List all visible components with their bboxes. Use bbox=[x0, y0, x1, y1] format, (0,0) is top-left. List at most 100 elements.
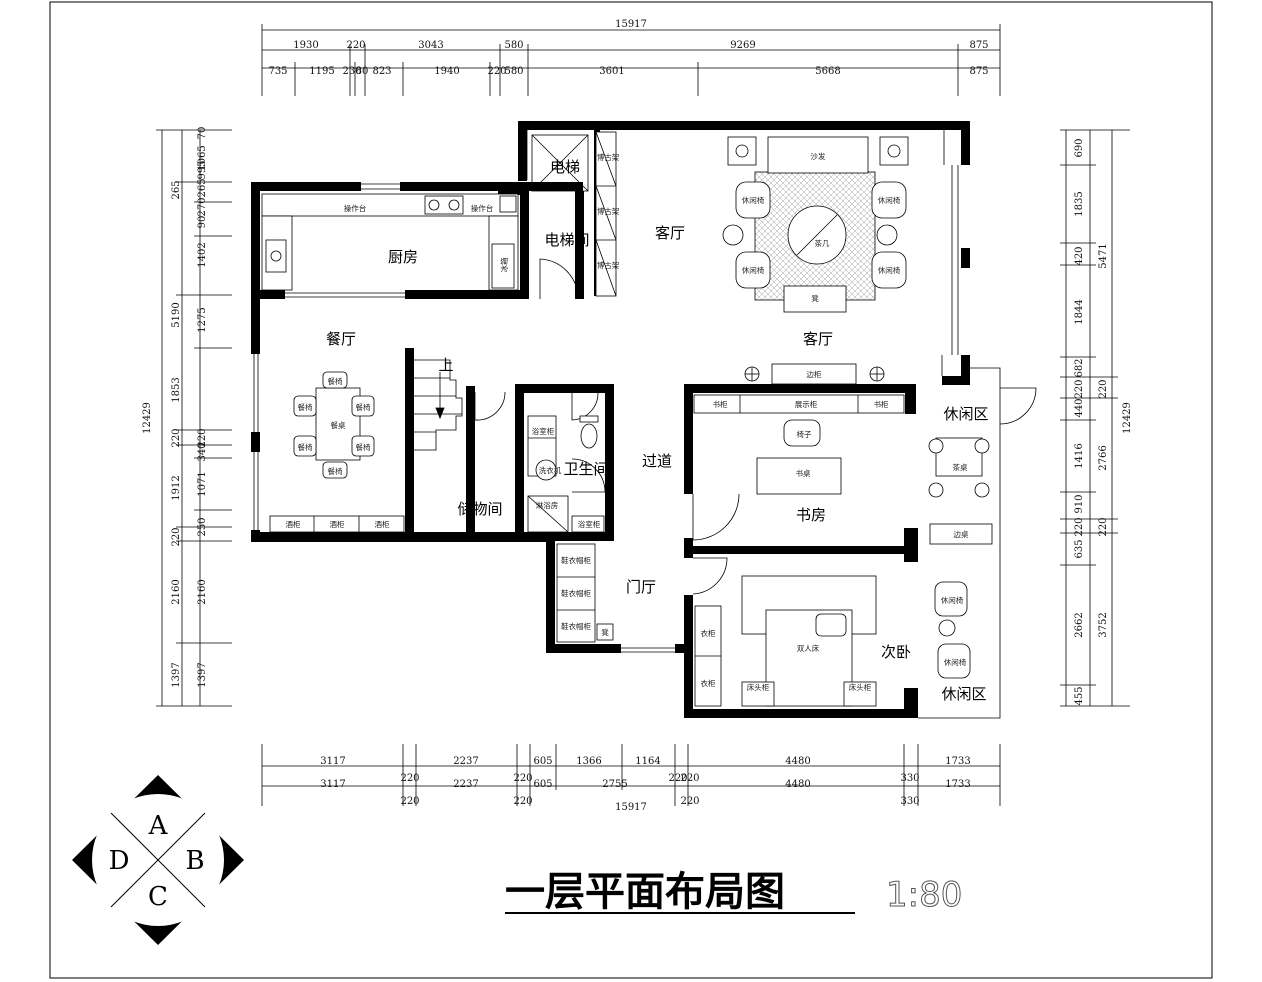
dining-set bbox=[269, 371, 405, 533]
right-dimensions bbox=[1060, 129, 1130, 707]
svg-text:1065: 1065 bbox=[197, 145, 208, 170]
svg-text:875: 875 bbox=[969, 66, 988, 77]
room-leisure-lower: 休闲区 bbox=[941, 685, 986, 703]
svg-text:682: 682 bbox=[1074, 358, 1085, 377]
svg-text:220: 220 bbox=[197, 428, 208, 447]
curio-shelf bbox=[595, 131, 617, 297]
svg-text:4480: 4480 bbox=[785, 779, 810, 790]
svg-text:2160: 2160 bbox=[171, 579, 182, 604]
dim-left-outer: 265 5190 1853 220 1912 220 2160 1397 bbox=[171, 180, 182, 687]
svg-text:2766: 2766 bbox=[1098, 445, 1109, 470]
room-dining: 餐厅 bbox=[326, 330, 356, 348]
svg-text:735: 735 bbox=[268, 66, 287, 77]
svg-text:5190: 5190 bbox=[171, 302, 182, 327]
armchair-label-6: 休闲椅 bbox=[944, 657, 967, 667]
tea-table-label: 茶几 bbox=[815, 238, 830, 248]
curio-label-1: 博古架 bbox=[597, 152, 620, 162]
svg-text:1733: 1733 bbox=[945, 756, 970, 767]
windows bbox=[253, 130, 1001, 719]
svg-text:1402: 1402 bbox=[197, 242, 208, 267]
nightstand-label-2: 床头柜 bbox=[849, 682, 872, 692]
svg-text:910: 910 bbox=[1074, 494, 1085, 513]
svg-text:220: 220 bbox=[680, 773, 699, 784]
curio-label-3: 博古架 bbox=[597, 260, 620, 270]
svg-text:5471: 5471 bbox=[1098, 243, 1109, 268]
svg-text:5668: 5668 bbox=[815, 66, 840, 77]
compass-icon bbox=[72, 775, 244, 945]
dining-chair-label-1: 餐椅 bbox=[328, 376, 343, 386]
dining-chair-label-5: 餐椅 bbox=[356, 442, 371, 452]
svg-text:90: 90 bbox=[197, 216, 208, 229]
svg-text:12429: 12429 bbox=[1122, 402, 1133, 434]
wine-cabinet-label-1: 酒柜 bbox=[286, 519, 301, 529]
room-corridor: 过道 bbox=[642, 452, 672, 470]
svg-text:80: 80 bbox=[356, 66, 369, 77]
sheet-border bbox=[49, 1, 1213, 979]
compass-b: B bbox=[185, 846, 204, 876]
side-table-label: 边桌 bbox=[954, 529, 969, 539]
svg-text:635: 635 bbox=[1074, 539, 1085, 558]
washer-label: 洗衣机 bbox=[539, 465, 562, 475]
top-dimensions bbox=[261, 24, 1001, 96]
bookcase-label-2: 书柜 bbox=[874, 399, 889, 409]
svg-text:270: 270 bbox=[197, 197, 208, 216]
svg-text:220: 220 bbox=[1098, 379, 1109, 398]
fridge-label: 冰箱 bbox=[499, 257, 509, 272]
desk-chair-label: 椅子 bbox=[797, 429, 812, 439]
doors bbox=[474, 258, 1037, 595]
staircase bbox=[414, 359, 463, 451]
svg-text:220: 220 bbox=[1098, 517, 1109, 536]
svg-text:265: 265 bbox=[197, 178, 208, 197]
drawing-scale: 1:80 bbox=[886, 875, 962, 915]
sofa-label: 沙发 bbox=[811, 151, 826, 161]
svg-text:3043: 3043 bbox=[418, 40, 443, 51]
dining-table-label: 餐桌 bbox=[331, 420, 346, 430]
dining-chair-label-3: 餐椅 bbox=[356, 402, 371, 412]
compass-a: A bbox=[148, 811, 169, 841]
dim-left-inner: 70 1065 995 265 270 90 1402 1275 220 340… bbox=[197, 127, 208, 688]
armchair-label-5: 休闲椅 bbox=[941, 595, 964, 605]
dim-bottom-row1: 3117 2237 605 1366 1164 4480 1733 bbox=[320, 756, 970, 767]
svg-text:70: 70 bbox=[197, 127, 208, 140]
bookcase-label-1: 书柜 bbox=[713, 399, 728, 409]
svg-text:220: 220 bbox=[487, 66, 506, 77]
svg-text:1397: 1397 bbox=[197, 662, 208, 687]
dining-chair-label-4: 餐椅 bbox=[298, 442, 313, 452]
svg-text:1844: 1844 bbox=[1074, 299, 1085, 324]
svg-text:3117: 3117 bbox=[320, 779, 345, 790]
stair-up-label: 上 bbox=[438, 356, 453, 374]
svg-text:220: 220 bbox=[1074, 379, 1085, 398]
room-foyer: 门厅 bbox=[626, 578, 656, 596]
dining-chair-label-6: 餐椅 bbox=[328, 466, 343, 476]
svg-text:220: 220 bbox=[400, 796, 419, 807]
svg-text:2662: 2662 bbox=[1074, 612, 1085, 637]
svg-text:605: 605 bbox=[533, 756, 552, 767]
svg-text:1366: 1366 bbox=[576, 756, 601, 767]
walls bbox=[251, 121, 970, 718]
tea-table-2-label: 茶桌 bbox=[953, 462, 968, 472]
armchair-label-1: 休闲椅 bbox=[742, 195, 765, 205]
svg-text:220: 220 bbox=[1074, 517, 1085, 536]
dining-chair-label-2: 餐椅 bbox=[298, 402, 313, 412]
room-living-upper: 客厅 bbox=[655, 224, 685, 242]
dim-top-total: 15917 bbox=[615, 19, 647, 30]
svg-text:1397: 1397 bbox=[171, 662, 182, 687]
armchair-label-2: 休闲椅 bbox=[878, 195, 901, 205]
room-living-lower: 客厅 bbox=[803, 330, 833, 348]
shoe-cabinet-label-3: 鞋衣帽柜 bbox=[561, 621, 591, 631]
bathroom-fixtures bbox=[527, 415, 605, 533]
svg-text:220: 220 bbox=[513, 796, 532, 807]
svg-text:2160: 2160 bbox=[197, 579, 208, 604]
svg-text:2237: 2237 bbox=[453, 756, 478, 767]
svg-text:230: 230 bbox=[342, 66, 361, 77]
room-bathroom: 卫生间 bbox=[563, 460, 608, 478]
svg-text:220: 220 bbox=[346, 40, 365, 51]
dim-top-row1: 1930 220 3043 580 9269 875 bbox=[293, 40, 988, 51]
armchair-label-3: 休闲椅 bbox=[742, 265, 765, 275]
svg-text:1275: 1275 bbox=[197, 307, 208, 332]
wine-cabinet-label-3: 酒柜 bbox=[375, 519, 390, 529]
shoe-cabinet-label-1: 鞋衣帽柜 bbox=[561, 555, 591, 565]
elevator-shaft bbox=[531, 134, 589, 192]
svg-text:875: 875 bbox=[969, 40, 988, 51]
